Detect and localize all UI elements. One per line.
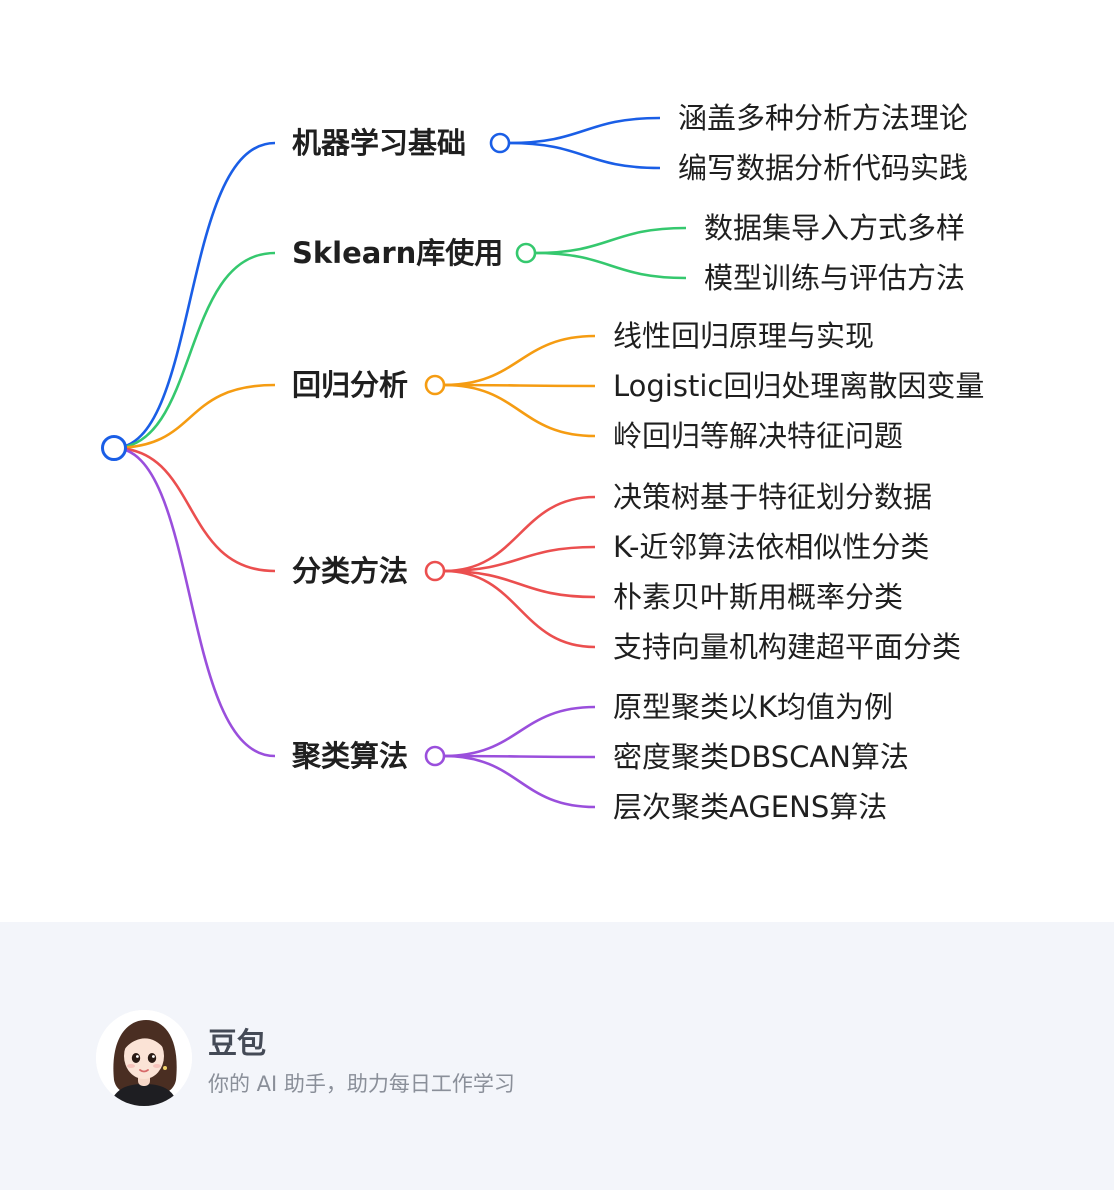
branch-connector-4	[113, 446, 276, 573]
leaf-connector-3-3	[443, 383, 596, 438]
leaf-connector-5-3	[443, 754, 596, 809]
branch-label-1: 机器学习基础	[292, 126, 466, 160]
leaf-label-5-2: 密度聚类DBSCAN算法	[613, 740, 909, 774]
leaf-connector-4-4	[443, 569, 596, 649]
branch-label-4: 分类方法	[292, 554, 408, 588]
leaf-connector-3-2	[443, 383, 596, 388]
leaf-connector-1-1	[508, 116, 661, 145]
branch-node-circle-2[interactable]	[515, 242, 537, 264]
leaf-label-3-1: 线性回归原理与实现	[613, 319, 874, 353]
branch-connector-1	[113, 141, 276, 450]
branch-node-circle-1[interactable]	[489, 132, 511, 154]
leaf-connector-4-1	[443, 495, 596, 573]
leaf-label-4-1: 决策树基于特征划分数据	[613, 480, 932, 514]
leaf-connector-5-2	[443, 754, 596, 759]
leaf-connector-5-1	[443, 705, 596, 758]
branch-connector-3	[113, 383, 276, 450]
leaf-label-5-1: 原型聚类以K均值为例	[613, 690, 893, 724]
leaf-label-4-4: 支持向量机构建超平面分类	[613, 630, 961, 664]
leaf-label-3-3: 岭回归等解决特征问题	[613, 419, 903, 453]
root-node-circle[interactable]	[101, 435, 127, 461]
branch-label-2: Sklearn库使用	[292, 236, 503, 270]
leaf-label-4-2: K-近邻算法依相似性分类	[613, 530, 929, 564]
leaf-connector-4-2	[443, 545, 596, 573]
leaf-connector-2-2	[534, 251, 687, 280]
branch-node-circle-3[interactable]	[424, 374, 446, 396]
leaf-label-3-2: Logistic回归处理离散因变量	[613, 369, 984, 403]
branch-label-3: 回归分析	[292, 368, 408, 402]
leaf-connector-1-2	[508, 141, 661, 170]
leaf-connector-2-1	[534, 226, 687, 255]
branch-label-5: 聚类算法	[291, 739, 408, 773]
branch-connector-2	[113, 251, 276, 450]
leaf-label-2-2: 模型训练与评估方法	[704, 261, 965, 295]
footer-tagline: 你的 AI 助手，助力每日工作学习	[208, 1072, 515, 1096]
branch-node-circle-4[interactable]	[424, 560, 446, 582]
branch-connector-5	[113, 446, 276, 758]
footer-brand-name: 豆包	[208, 1026, 267, 1060]
avatar-girl-icon	[96, 1010, 192, 1106]
leaf-label-1-1: 涵盖多种分析方法理论	[678, 101, 968, 135]
leaf-label-2-1: 数据集导入方式多样	[704, 211, 965, 245]
leaf-connector-4-3	[443, 569, 596, 599]
leaf-label-4-3: 朴素贝叶斯用概率分类	[613, 580, 903, 614]
leaf-label-1-2: 编写数据分析代码实践	[678, 151, 968, 185]
leaf-label-5-3: 层次聚类AGENS算法	[613, 790, 887, 824]
branch-node-circle-5[interactable]	[424, 745, 446, 767]
leaf-connector-3-1	[443, 334, 596, 387]
